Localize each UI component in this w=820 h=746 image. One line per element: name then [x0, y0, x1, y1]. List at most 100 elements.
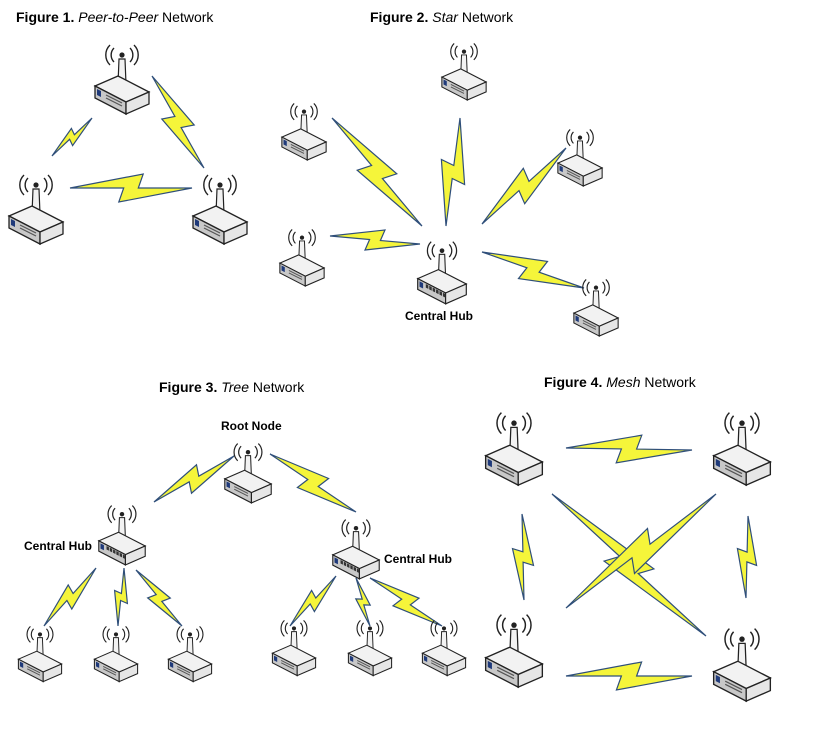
device-label — [100, 543, 104, 551]
figure-3-name: Tree — [221, 379, 249, 395]
signal-wave — [131, 505, 137, 524]
signal-wave — [729, 631, 735, 648]
mesh-link-diagonal-1 — [551, 493, 707, 637]
device-label — [575, 315, 579, 323]
signal-wave — [526, 412, 532, 435]
hub-port — [350, 565, 353, 570]
signal-wave — [453, 620, 458, 637]
antenna-tip — [739, 636, 745, 642]
devices-layer — [7, 43, 772, 703]
star-device-upper-left — [280, 103, 328, 161]
antenna-tip — [217, 182, 223, 188]
device-vent — [280, 659, 295, 668]
hub-port — [347, 563, 350, 569]
figure-2-title: Figure 2. Star Network — [370, 9, 513, 25]
device-vent — [288, 270, 303, 278]
tree-left-hub-label: Central Hub — [24, 539, 93, 553]
device-vent — [176, 665, 191, 674]
signal-wave — [292, 231, 296, 244]
figure-4-number: Figure 4. — [544, 374, 603, 390]
signal-wave — [724, 412, 730, 435]
device-vent — [430, 662, 445, 670]
tree-right-hub-label: Central Hub — [384, 552, 453, 566]
signal-wave — [102, 626, 107, 643]
device-vent — [290, 144, 305, 152]
antenna-tip — [461, 49, 467, 54]
device-label — [170, 661, 174, 668]
signal-wave — [233, 443, 239, 462]
tree-link-right-1 — [289, 575, 337, 627]
tree-right-hub-icon — [331, 519, 381, 580]
signal-wave — [294, 105, 298, 118]
tree-link-right-3 — [369, 577, 443, 627]
figure-3-suffix: Network — [249, 379, 305, 395]
signal-wave — [501, 415, 507, 432]
device-side — [358, 559, 380, 580]
signal-wave — [49, 626, 54, 643]
device-side — [372, 657, 393, 677]
antenna-tip — [299, 235, 305, 240]
signal-wave — [521, 617, 527, 634]
device-vent — [496, 669, 515, 680]
device-vent — [356, 662, 371, 670]
hub-port — [109, 547, 113, 553]
device-vent — [234, 486, 249, 494]
signal-wave — [110, 47, 115, 63]
mesh-device-top-left — [484, 412, 544, 487]
device-label — [283, 139, 287, 147]
signal-wave — [311, 229, 316, 247]
mesh-link-bottom — [565, 661, 693, 691]
signal-wave — [570, 131, 574, 144]
device-label — [715, 458, 720, 468]
signal-wave — [566, 129, 571, 147]
signal-wave — [360, 622, 365, 635]
signal-wave — [586, 281, 590, 294]
device-label — [11, 219, 15, 227]
tree-root-node-icon — [223, 443, 273, 504]
signal-wave — [43, 177, 48, 193]
signal-wave — [430, 620, 435, 637]
figure-2-suffix: Network — [457, 9, 514, 25]
signal-wave — [749, 415, 755, 432]
device-vent — [724, 467, 743, 478]
device-side — [517, 460, 544, 487]
tree-leaf-right-2 — [347, 620, 393, 677]
signal-wave — [203, 174, 209, 196]
signal-wave — [254, 445, 258, 459]
mesh-link-left — [511, 513, 535, 601]
signal-wave — [180, 628, 185, 641]
tree-root-node-label: Root Node — [221, 419, 282, 433]
signal-wave — [426, 241, 432, 261]
hub-port — [122, 554, 126, 560]
figure-3-number: Figure 3. — [159, 379, 218, 395]
antenna-tip — [37, 632, 43, 637]
p2p-device-top — [93, 44, 151, 116]
device-label — [226, 481, 230, 489]
device-label — [715, 674, 720, 684]
antenna-tip — [301, 109, 307, 114]
device-vent — [356, 659, 371, 668]
device-vent — [176, 668, 191, 676]
device-vent — [288, 272, 303, 280]
device-side — [446, 657, 467, 677]
hub-port — [106, 546, 109, 551]
device-side — [745, 460, 772, 487]
device-label — [424, 655, 428, 662]
device-label — [334, 557, 338, 565]
antenna-tip — [245, 449, 251, 455]
device-vent — [290, 146, 305, 154]
signal-wave — [452, 241, 458, 261]
figure-4-name: Mesh — [606, 374, 641, 390]
hub-port — [340, 560, 343, 565]
star-central-hub-label: Central Hub — [405, 309, 474, 323]
mesh-link-right — [736, 515, 758, 599]
tree-leaf-right-1 — [271, 620, 317, 677]
device-vent — [724, 680, 743, 691]
star-link-lower-right — [481, 251, 585, 289]
antenna-tip — [187, 632, 193, 637]
device-label — [195, 219, 199, 227]
signal-wave — [208, 177, 213, 193]
star-link-upper-right — [481, 147, 567, 225]
signal-wave — [521, 415, 527, 432]
signal-wave — [473, 43, 478, 61]
